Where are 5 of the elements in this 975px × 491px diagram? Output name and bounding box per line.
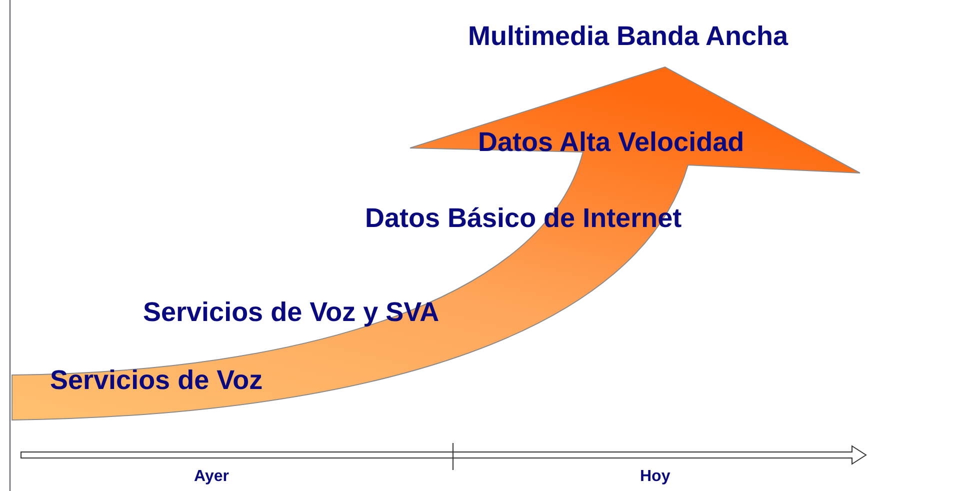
stage-label: Multimedia Banda Ancha [468, 23, 788, 50]
stage-label: Servicios de Voz [50, 367, 263, 394]
stage-label: Datos Alta Velocidad [478, 129, 744, 156]
time-label: Hoy [640, 469, 670, 485]
time-label: Ayer [194, 469, 229, 485]
